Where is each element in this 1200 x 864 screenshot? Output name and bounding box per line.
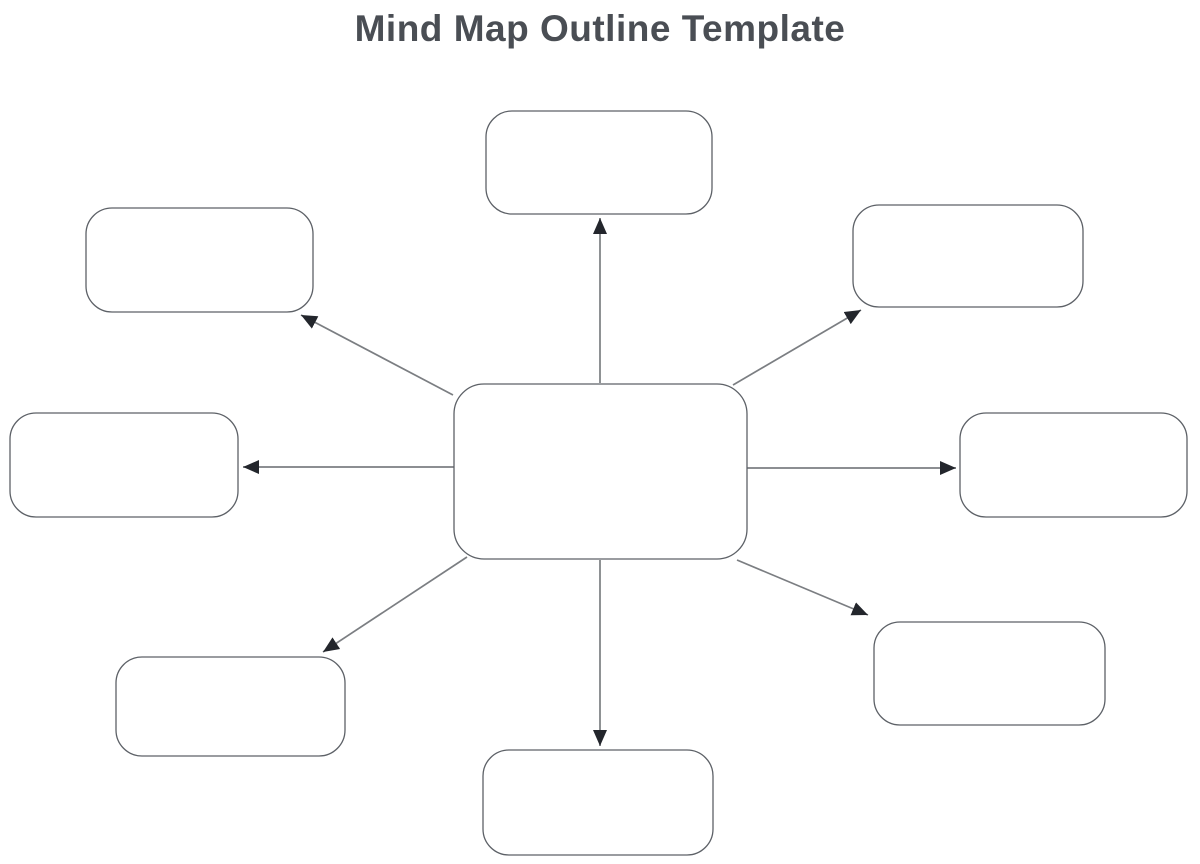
mindmap-node-center[interactable]: [453, 383, 748, 560]
mindmap-node-right[interactable]: [959, 412, 1188, 518]
page-title: Mind Map Outline Template: [354, 8, 846, 49]
mindmap-node-left[interactable]: [9, 412, 239, 518]
mindmap-node-bottom-center[interactable]: [482, 749, 714, 856]
mindmap-node-bottom-left[interactable]: [115, 656, 346, 757]
mindmap-node-upper-left[interactable]: [85, 207, 314, 313]
connector-arrow-center-to-bottom-right: [736, 559, 869, 616]
connector-arrow-center-to-upper-left: [300, 314, 454, 396]
connector-arrow-center-to-bottom-left: [322, 556, 468, 653]
mindmap-node-upper-right[interactable]: [852, 204, 1084, 308]
connector-arrow-center-to-upper-right: [732, 309, 862, 386]
mindmap-node-bottom-right[interactable]: [873, 621, 1106, 726]
mindmap-node-top[interactable]: [485, 110, 713, 215]
